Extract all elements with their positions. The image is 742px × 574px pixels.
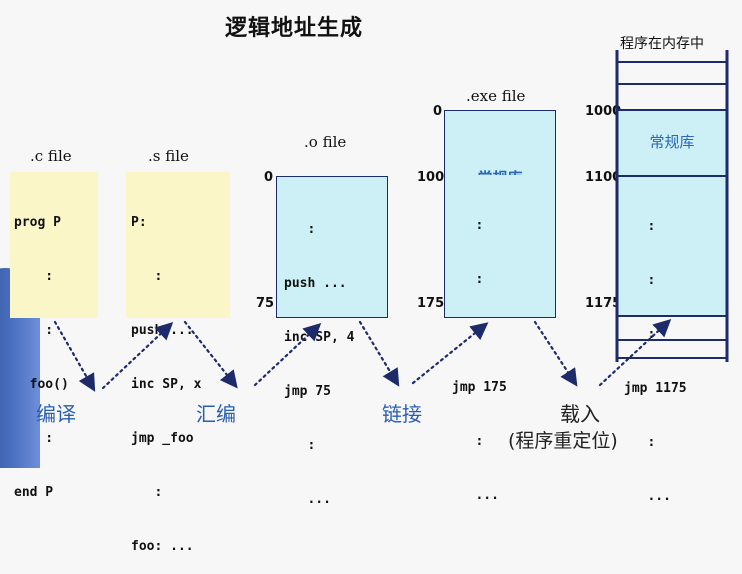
code-line: prog P	[14, 215, 61, 230]
step-link: 链接	[382, 402, 422, 426]
o-file-box: : push ... inc SP, 4 jmp 75 : ...	[276, 176, 388, 507]
step-load-note: (程序重定位)	[508, 430, 618, 452]
exe-file-label: .exe file	[466, 87, 526, 105]
code-line: ...	[452, 488, 499, 503]
code-line: :	[14, 269, 54, 284]
mem-addr-mid: 1100	[585, 170, 622, 185]
o-addr-top: 0	[264, 170, 274, 185]
o-file-label: .o file	[304, 133, 347, 151]
code-line: ...	[624, 489, 671, 504]
code-line: push ...	[284, 276, 347, 291]
code-line: :	[131, 485, 163, 500]
code-line: end P	[14, 485, 54, 500]
arrow-exe-to-load	[533, 320, 578, 387]
code-line: :	[131, 269, 163, 284]
code-line: :	[452, 272, 484, 287]
code-line: inc SP, x	[131, 377, 202, 392]
code-line: foo: ...	[131, 539, 194, 554]
memory-frame	[615, 50, 729, 362]
code-line: jmp 175	[452, 380, 507, 395]
code-line: :	[284, 438, 316, 453]
code-line: jmp 75	[284, 384, 331, 399]
s-file-label: .s file	[148, 147, 189, 165]
exe-addr-mid: 100	[417, 170, 445, 185]
mem-addr-bottom: 1175	[585, 296, 622, 311]
o-addr-bottom: 75	[256, 296, 275, 311]
arrow-compile-to-s	[101, 321, 174, 390]
mem-addr-top: 1000	[585, 104, 622, 119]
memory-program-region	[617, 110, 727, 316]
arrow-load-to-memory	[598, 319, 672, 387]
exe-code-section: : : : jmp 175 : ...	[444, 175, 556, 503]
code-line: :	[452, 218, 484, 233]
code-line: jmp _foo	[131, 431, 194, 446]
code-line: foo()	[14, 377, 69, 392]
memory-cell-lines	[617, 61, 727, 359]
diagram-title: 逻辑地址生成	[225, 16, 364, 41]
code-line: :	[624, 273, 656, 288]
code-line: P:	[131, 215, 147, 230]
exe-addr-bottom: 175	[417, 296, 445, 311]
arrow-s-to-assemble	[183, 320, 238, 389]
exe-addr-top: 0	[433, 104, 443, 119]
code-line: :	[284, 222, 316, 237]
code-line: :	[624, 219, 656, 234]
code-line: :	[14, 323, 54, 338]
code-line: :	[624, 327, 656, 342]
code-line: :	[14, 431, 54, 446]
code-line: jmp 1175	[624, 381, 687, 396]
code-line: ...	[284, 492, 331, 507]
arrow-link-to-exe	[411, 322, 489, 385]
step-load: 载入	[560, 402, 600, 426]
mem-library-label: 常规库	[649, 133, 695, 151]
code-line: :	[624, 435, 656, 450]
arrow-c-to-compile	[53, 320, 96, 392]
arrows-layer	[53, 319, 672, 392]
c-file-box: prog P : : foo() : end P	[10, 172, 98, 500]
step-compile: 编译	[36, 402, 76, 426]
exe-library-section: 常规库	[444, 110, 556, 187]
arrow-o-to-link	[358, 320, 400, 387]
c-file-label: .c file	[30, 147, 72, 165]
code-line: :	[452, 434, 484, 449]
memory-label: 程序在内存中	[620, 36, 704, 52]
step-assemble: 汇编	[196, 402, 236, 426]
arrow-assemble-to-o	[253, 322, 322, 387]
